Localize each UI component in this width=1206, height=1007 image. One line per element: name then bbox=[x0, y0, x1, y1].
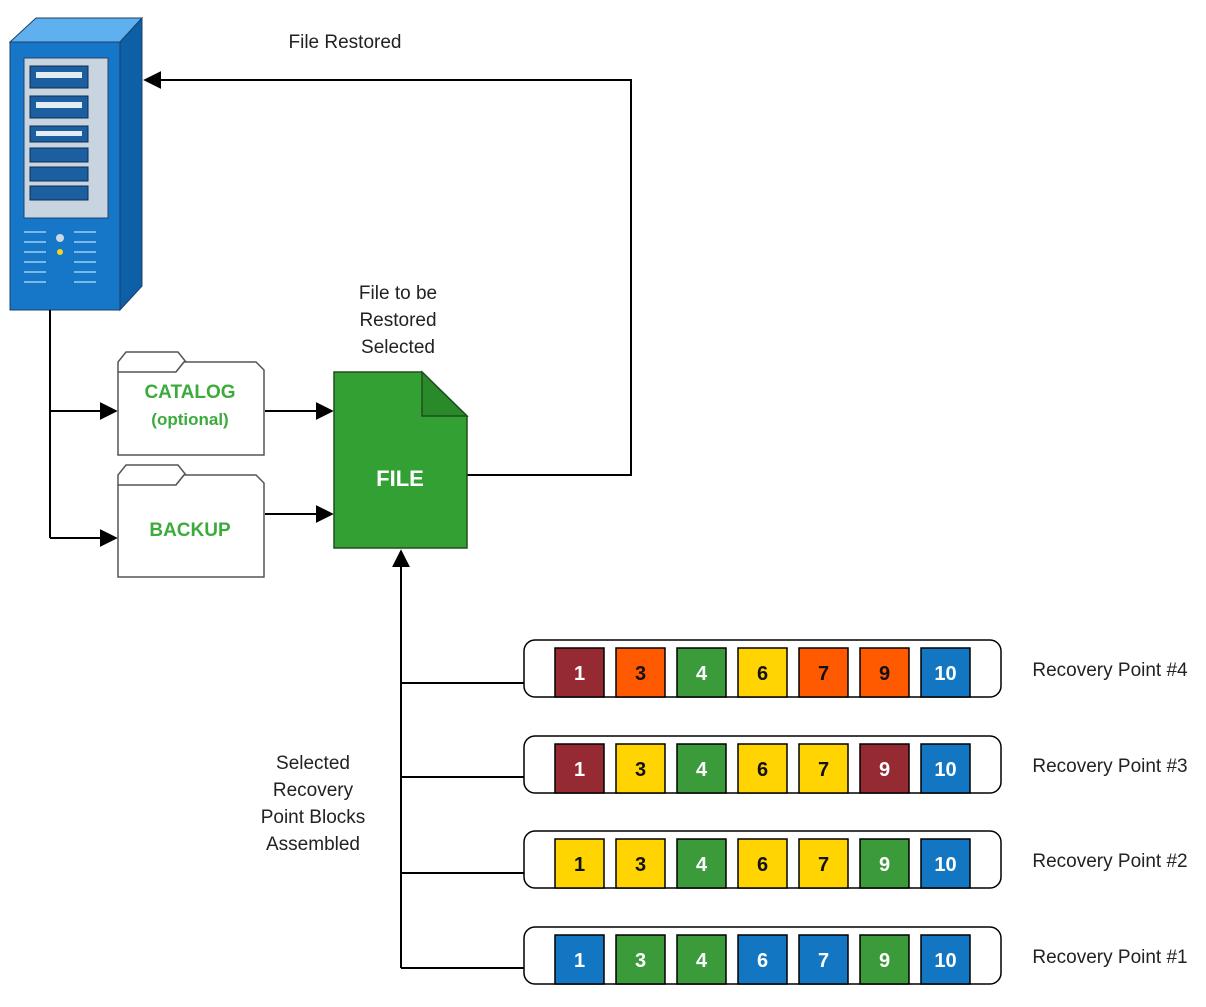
block-7: 7 bbox=[798, 934, 849, 985]
block-label: 3 bbox=[635, 854, 646, 876]
block-10: 10 bbox=[920, 934, 971, 985]
block-10: 10 bbox=[920, 838, 971, 889]
block-label: 7 bbox=[818, 854, 829, 876]
svg-text:Assembled: Assembled bbox=[266, 834, 360, 855]
block-1: 1 bbox=[554, 743, 605, 794]
block-4: 4 bbox=[676, 647, 727, 698]
block-6: 6 bbox=[737, 934, 788, 985]
block-4: 4 bbox=[676, 934, 727, 985]
block-label: 4 bbox=[696, 759, 708, 781]
block-label: 1 bbox=[574, 759, 585, 781]
block-label: 6 bbox=[757, 950, 768, 972]
block-label: 7 bbox=[818, 759, 829, 781]
block-label: 10 bbox=[934, 854, 956, 876]
block-label: 6 bbox=[757, 759, 768, 781]
block-3: 3 bbox=[615, 934, 666, 985]
block-label: 3 bbox=[635, 663, 646, 685]
block-label: 10 bbox=[934, 950, 956, 972]
svg-text:Point Blocks: Point Blocks bbox=[261, 807, 366, 828]
file-restored-label: File Restored bbox=[289, 32, 402, 53]
block-9: 9 bbox=[859, 647, 910, 698]
catalog-folder: CATALOG (optional) bbox=[117, 351, 265, 456]
recovery-point-label: Recovery Point #3 bbox=[1032, 756, 1187, 777]
block-10: 10 bbox=[920, 743, 971, 794]
file-document-icon: FILE bbox=[333, 370, 469, 549]
connector-lines bbox=[49, 71, 632, 969]
block-1: 1 bbox=[554, 838, 605, 889]
block-4: 4 bbox=[676, 838, 727, 889]
catalog-optional-label: (optional) bbox=[151, 410, 228, 429]
block-3: 3 bbox=[615, 743, 666, 794]
block-label: 9 bbox=[879, 950, 890, 972]
recovery-point-row: 1 3 4 6 7 9 10 Recovery Point #4 bbox=[523, 639, 1188, 698]
block-6: 6 bbox=[737, 647, 788, 698]
block-1: 1 bbox=[554, 934, 605, 985]
file-selected-label: File to be Restored Selected bbox=[359, 283, 437, 358]
block-label: 1 bbox=[574, 854, 585, 876]
block-4: 4 bbox=[676, 743, 727, 794]
block-3: 3 bbox=[615, 647, 666, 698]
server-icon bbox=[8, 16, 144, 312]
block-label: 4 bbox=[696, 663, 708, 685]
block-label: 9 bbox=[879, 759, 890, 781]
block-label: 3 bbox=[635, 950, 646, 972]
block-10: 10 bbox=[920, 647, 971, 698]
block-label: 10 bbox=[934, 759, 956, 781]
recovery-point-label: Recovery Point #2 bbox=[1032, 851, 1187, 872]
block-label: 9 bbox=[879, 663, 890, 685]
recovery-point-row: 1 3 4 6 7 9 10 Recovery Point #3 bbox=[523, 735, 1188, 794]
svg-text:File to be: File to be bbox=[359, 283, 437, 304]
assembled-label: Selected Recovery Point Blocks Assembled bbox=[261, 753, 366, 855]
recovery-point-label: Recovery Point #1 bbox=[1032, 947, 1187, 968]
block-7: 7 bbox=[798, 838, 849, 889]
block-1: 1 bbox=[554, 647, 605, 698]
block-9: 9 bbox=[859, 838, 910, 889]
block-label: 7 bbox=[818, 663, 829, 685]
recovery-point-label: Recovery Point #4 bbox=[1032, 660, 1188, 681]
backup-label: BACKUP bbox=[149, 520, 231, 541]
file-label: FILE bbox=[376, 466, 424, 491]
block-9: 9 bbox=[859, 934, 910, 985]
block-7: 7 bbox=[798, 647, 849, 698]
block-label: 10 bbox=[934, 663, 956, 685]
block-label: 9 bbox=[879, 854, 890, 876]
recovery-point-row: 1 3 4 6 7 9 10 Recovery Point #2 bbox=[523, 830, 1188, 889]
block-label: 4 bbox=[696, 854, 708, 876]
block-label: 1 bbox=[574, 950, 585, 972]
block-7: 7 bbox=[798, 743, 849, 794]
backup-folder: BACKUP bbox=[117, 464, 265, 578]
recovery-point-row: 1 3 4 6 7 9 10 Recovery Point #1 bbox=[523, 926, 1188, 985]
svg-text:Selected: Selected bbox=[361, 337, 435, 358]
block-3: 3 bbox=[615, 838, 666, 889]
svg-text:Selected: Selected bbox=[276, 753, 350, 774]
block-9: 9 bbox=[859, 743, 910, 794]
block-label: 6 bbox=[757, 663, 768, 685]
block-label: 6 bbox=[757, 854, 768, 876]
block-label: 7 bbox=[818, 950, 829, 972]
block-6: 6 bbox=[737, 743, 788, 794]
svg-text:Restored: Restored bbox=[359, 310, 436, 331]
block-label: 1 bbox=[574, 663, 585, 685]
file-restored-arrow bbox=[143, 71, 632, 476]
svg-text:Recovery: Recovery bbox=[273, 780, 354, 801]
catalog-label: CATALOG bbox=[144, 382, 235, 403]
block-label: 4 bbox=[696, 950, 708, 972]
block-label: 3 bbox=[635, 759, 646, 781]
block-6: 6 bbox=[737, 838, 788, 889]
